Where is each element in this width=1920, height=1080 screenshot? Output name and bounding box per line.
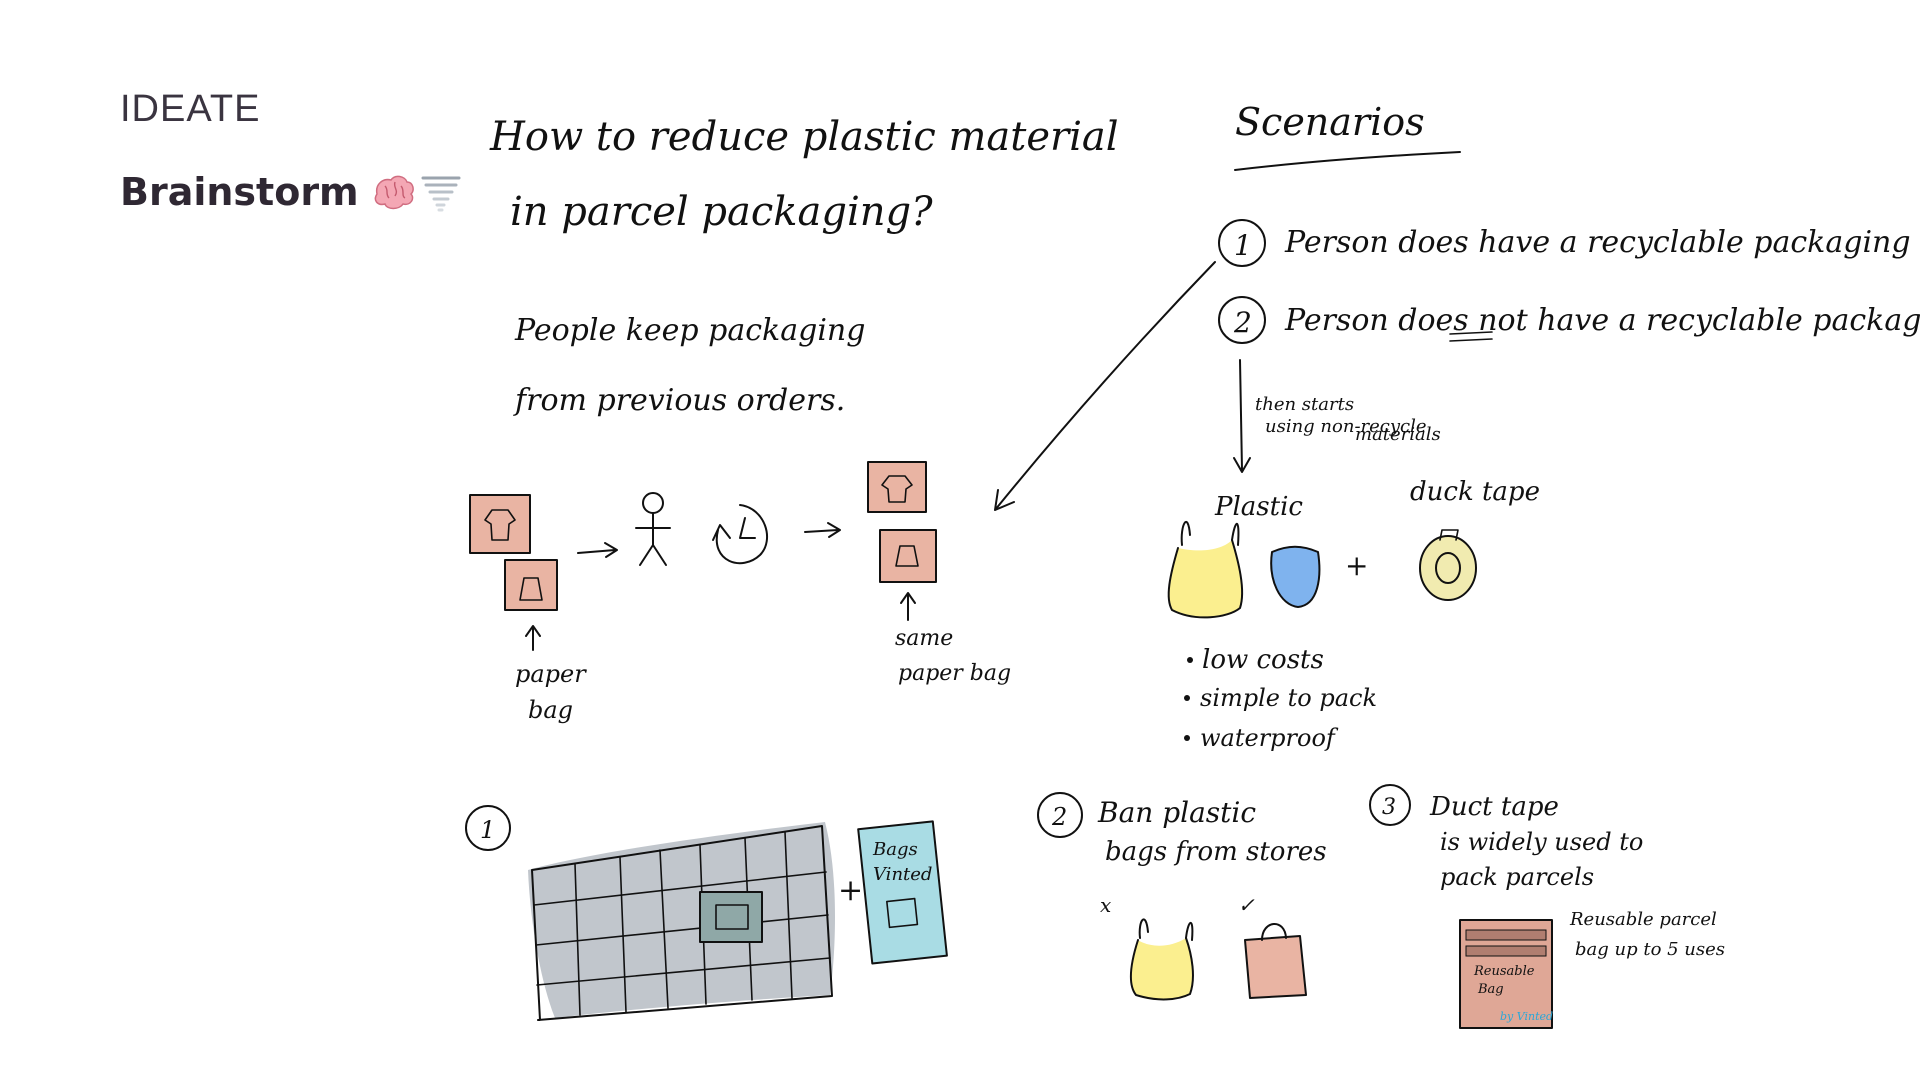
blue-plastic-bag-icon bbox=[1270, 545, 1321, 608]
stick-figure-icon bbox=[635, 492, 671, 566]
parcel-locker-sketch bbox=[528, 822, 835, 1021]
idea-2-line-2: bags from stores bbox=[1105, 837, 1327, 867]
reusable-bag-icon bbox=[1459, 919, 1553, 1029]
then-note-1: then starts bbox=[1255, 394, 1354, 415]
plastic-bag-banned-icon bbox=[1130, 918, 1194, 1001]
vinted-bags-icon bbox=[857, 820, 948, 965]
benefit-item: low costs bbox=[1202, 645, 1324, 675]
same-bag-icon bbox=[895, 545, 919, 567]
reusable-bag-text-2: Bag bbox=[1477, 982, 1504, 997]
scenarios-heading: Scenarios bbox=[1235, 100, 1425, 144]
scenario-2-text: Person does not have a recyclable packag… bbox=[1284, 303, 1920, 338]
not-double-underline bbox=[1449, 331, 1493, 342]
question-line-1: How to reduce plastic material bbox=[489, 114, 1119, 160]
benefit-item: waterproof bbox=[1200, 724, 1339, 752]
check-mark: ✓ bbox=[1238, 893, 1255, 917]
bags-label-1: Bags bbox=[872, 839, 918, 860]
clock-cycle-icon bbox=[712, 504, 769, 565]
then-note-3: materials bbox=[1355, 424, 1441, 445]
reusable-bag-text-1: Reusable bbox=[1473, 964, 1535, 979]
tshirt-icon bbox=[484, 509, 516, 541]
paper-bag-box bbox=[505, 560, 557, 610]
duck-tape-label: duck tape bbox=[1410, 477, 1540, 507]
scenario-1-arrow bbox=[994, 261, 1216, 511]
same-bag-arrow bbox=[900, 592, 916, 621]
same-tshirt-icon bbox=[881, 475, 913, 503]
bag-icon bbox=[519, 577, 543, 601]
arrow-to-same-bags bbox=[804, 522, 841, 538]
brain-tornado-emoji-icons bbox=[374, 175, 461, 212]
reusable-note-1: Reusable parcel bbox=[1569, 909, 1717, 930]
page-title: Brainstorm bbox=[120, 170, 463, 214]
scenario-1-circle bbox=[1218, 219, 1266, 267]
idea-3-line-1: Duct tape bbox=[1429, 792, 1559, 822]
reusable-bag-brand: by Vinted bbox=[1500, 1010, 1553, 1023]
tornado-icon bbox=[421, 176, 461, 212]
idea-2-number: 2 bbox=[1051, 803, 1067, 831]
paper-bag-approved-icon bbox=[1244, 923, 1307, 999]
then-note-2: using non-recycle bbox=[1265, 416, 1427, 437]
scenario-1-text: Person does have a recyclable packaging bbox=[1284, 225, 1911, 260]
idea-3-number: 3 bbox=[1382, 795, 1396, 820]
idea-1-plus-sign: + bbox=[838, 873, 863, 908]
same-bag-label-1: same bbox=[895, 626, 953, 651]
paper-bag-arrow bbox=[525, 625, 541, 651]
scenario-1-number: 1 bbox=[1234, 229, 1252, 262]
page-title-text: Brainstorm bbox=[120, 170, 359, 214]
benefits-list: low costs simple to pack waterproof bbox=[1184, 645, 1377, 752]
tshirt-bag-box bbox=[470, 495, 530, 553]
idea-3-line-3: pack parcels bbox=[1440, 863, 1594, 891]
question-line-2: in parcel packaging? bbox=[510, 189, 933, 235]
idea-2-circle bbox=[1037, 792, 1083, 838]
plastic-plus-sign: + bbox=[1345, 549, 1368, 582]
insight-line-1: People keep packaging bbox=[514, 313, 865, 348]
scenario-2-text-start: Person does bbox=[1284, 303, 1478, 338]
section-label: IDEATE bbox=[120, 88, 261, 130]
cross-mark: x bbox=[1100, 893, 1111, 917]
paper-bag-label-1: paper bbox=[515, 660, 587, 688]
arrow-to-person bbox=[577, 542, 618, 558]
scenario-2-number: 2 bbox=[1233, 306, 1252, 339]
scenario-2-circle bbox=[1218, 296, 1266, 344]
plastic-label: Plastic bbox=[1214, 492, 1303, 522]
insight-line-2: from previous orders. bbox=[513, 383, 845, 418]
scenario-2-text-end: have a recyclable packaging bbox=[1528, 303, 1920, 338]
same-paper-bag-box bbox=[880, 530, 936, 582]
brain-icon bbox=[374, 175, 414, 210]
idea-2-line-1: Ban plastic bbox=[1097, 796, 1256, 829]
idea-1-circle bbox=[465, 805, 511, 851]
same-tshirt-bag-box bbox=[868, 462, 926, 512]
benefit-item: simple to pack bbox=[1200, 684, 1377, 712]
scenario-2-arrow bbox=[1233, 359, 1251, 473]
reuse-flow: paper bag same paper bag bbox=[469, 461, 1011, 724]
bags-label-2: Vinted bbox=[873, 864, 932, 885]
tape-roll-icon bbox=[1419, 529, 1477, 601]
scenarios-underline bbox=[1234, 151, 1461, 171]
reusable-note-2: bag up to 5 uses bbox=[1575, 939, 1725, 960]
paper-bag-label-2: bag bbox=[528, 696, 573, 724]
idea-1-number: 1 bbox=[480, 816, 495, 844]
idea-3-circle bbox=[1369, 784, 1411, 826]
idea-3-line-2: is widely used to bbox=[1440, 828, 1643, 856]
plastic-bag-icon bbox=[1167, 520, 1244, 619]
same-bag-label-2: paper bag bbox=[898, 661, 1011, 686]
